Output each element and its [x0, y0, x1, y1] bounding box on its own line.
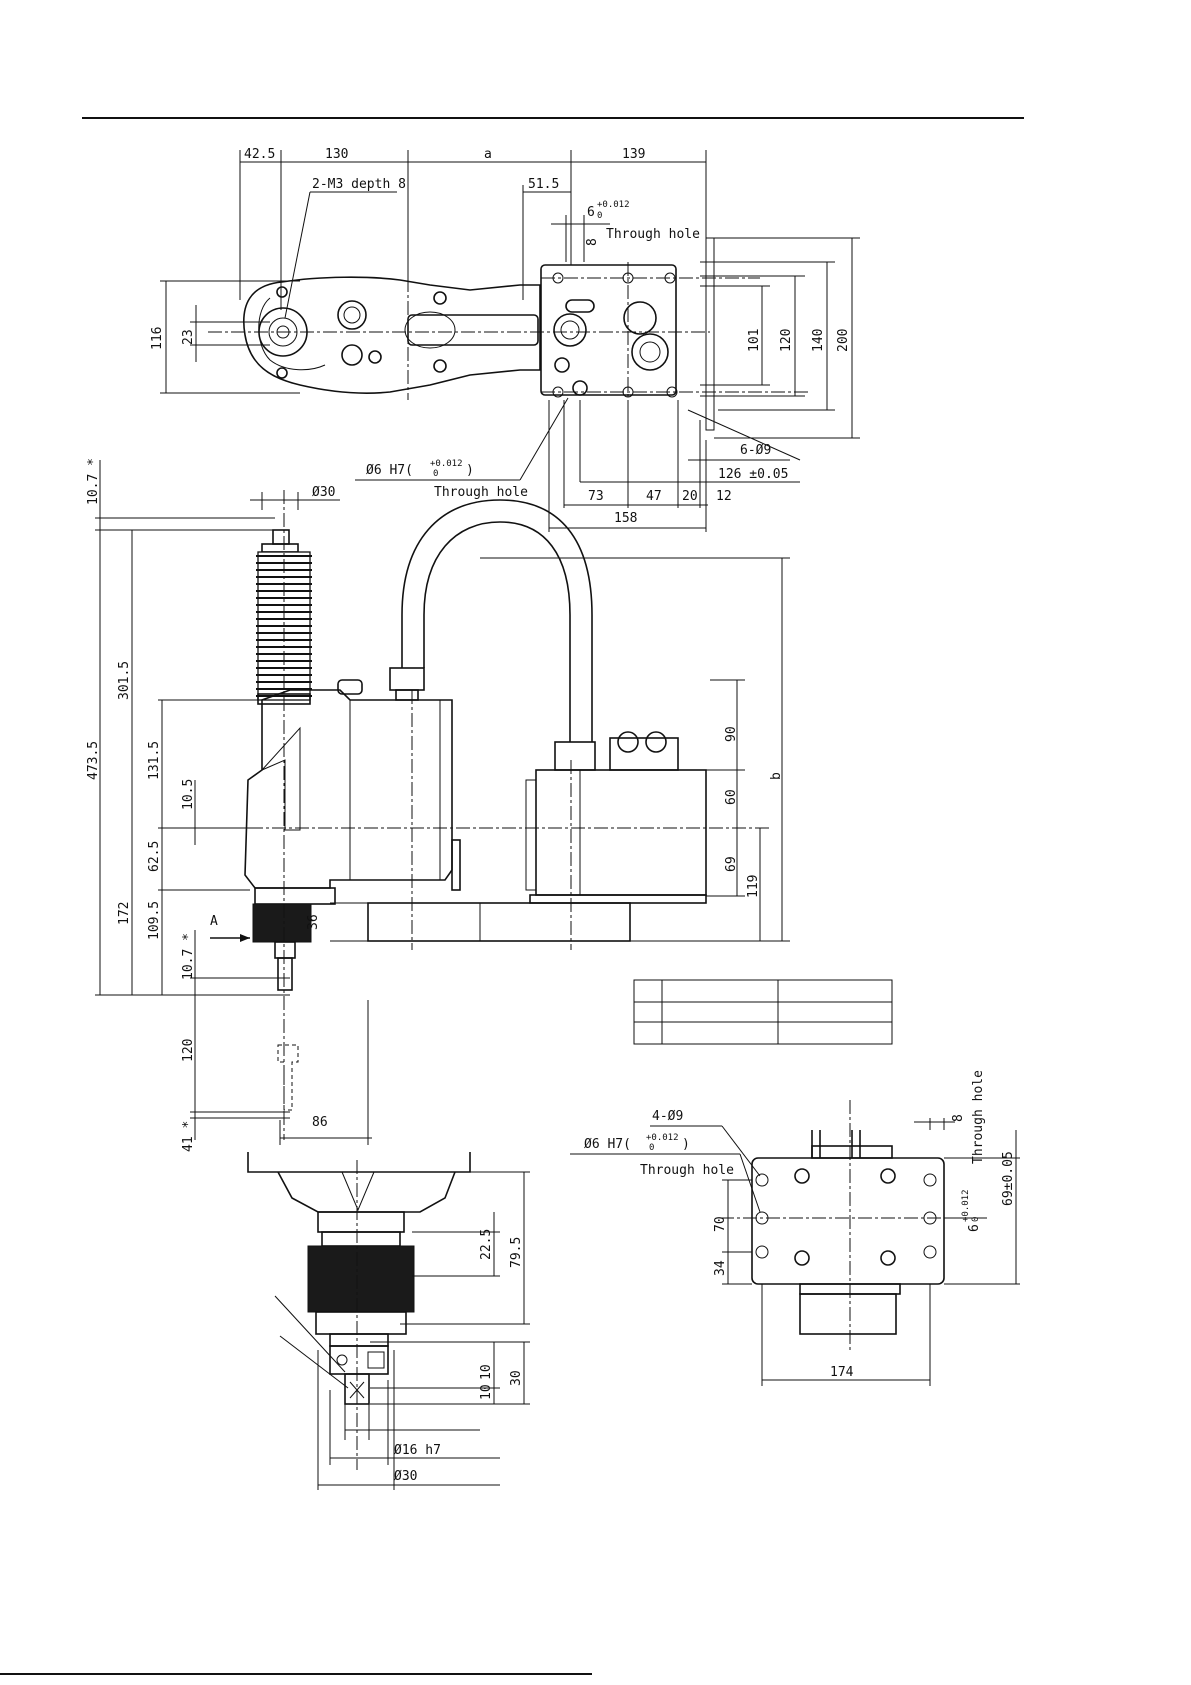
dim-47: 47: [646, 489, 662, 504]
label-a-arrow: A: [210, 914, 218, 929]
dim-119: 119: [746, 875, 761, 898]
dim-d30-bottom: Ø30: [394, 1469, 417, 1484]
dim-131-5: 131.5: [147, 741, 162, 780]
dim-b: b: [769, 772, 784, 780]
note-h7-close: ): [466, 463, 474, 478]
note-base-through-vertical: Through hole: [971, 1070, 986, 1164]
detail-a-view: 22.5 79.5 10 10 30 Ø16 h7 Ø30: [247, 1152, 530, 1490]
base-view: 4-Ø9 Ø6 H7( +0.012 0 ) Through hole 70 3…: [570, 1070, 1020, 1386]
dim-42-5: 42.5: [244, 147, 275, 162]
note-tapped: 2-M3 depth 8: [312, 177, 406, 192]
note-h7-hole: Ø6 H7(: [366, 463, 413, 478]
dim-62-5: 62.5: [147, 841, 162, 872]
dim-60: 60: [724, 789, 739, 805]
dim-130: 130: [325, 147, 348, 162]
dim-90: 90: [724, 726, 739, 742]
side-view: 10.7 * Ø30 473.5 301.5 131.5 10.5 62.5 1…: [86, 458, 790, 1152]
note-h7-tol-low: 0: [433, 469, 438, 479]
dim-73: 73: [588, 489, 604, 504]
note-base-pin-tol: +0.012: [961, 1189, 971, 1222]
note-base-h7-tol-low: 0: [649, 1143, 654, 1153]
dim-79-5: 79.5: [509, 1237, 524, 1268]
dim-10b: 10: [479, 1384, 494, 1400]
dim-23: 23: [181, 329, 196, 345]
dim-10a: 10: [479, 1364, 494, 1380]
dim-174: 174: [830, 1365, 854, 1380]
note-base-pin-tol-low: 0: [971, 1217, 981, 1222]
dim-200: 200: [836, 329, 851, 352]
dim-473-5: 473.5: [86, 741, 101, 780]
dim-120-side: 120: [181, 1039, 196, 1062]
dim-172: 172: [117, 902, 132, 925]
dim-12: 12: [716, 489, 732, 504]
spec-table: [633, 979, 893, 1045]
note-through-hole-2: Through hole: [434, 485, 528, 500]
note-base-h7: Ø6 H7(: [584, 1137, 631, 1152]
dim-158: 158: [614, 511, 637, 526]
dim-10-5: 10.5: [181, 779, 196, 810]
dim-20: 20: [682, 489, 698, 504]
note-pin-hole: 6: [587, 205, 595, 220]
dim-69-005: 69±0.05: [1001, 1151, 1016, 1206]
dim-109-5: 109.5: [147, 901, 162, 940]
dim-d16-h7: Ø16 h7: [394, 1443, 441, 1458]
dim-a: a: [484, 147, 492, 162]
dim-8-base: 8: [951, 1114, 966, 1122]
dim-8-top: 8: [585, 238, 600, 246]
dim-139: 139: [622, 147, 645, 162]
dim-120: 120: [779, 329, 794, 352]
dim-301-5: 301.5: [117, 661, 132, 700]
dim-69: 69: [724, 856, 739, 872]
note-base-h7-close: ): [682, 1137, 690, 1152]
dim-36: 36: [306, 914, 321, 930]
dim-30: 30: [509, 1370, 524, 1386]
note-base-pin: 6: [967, 1224, 982, 1232]
dim-101: 101: [747, 329, 762, 352]
dim-116: 116: [150, 327, 165, 350]
dim-126: 126 ±0.05: [718, 467, 788, 482]
note-pin-tol: +0.012: [597, 200, 630, 210]
dim-22-5: 22.5: [479, 1229, 494, 1260]
note-pin-tol-low: 0: [597, 211, 602, 221]
dim-86: 86: [312, 1115, 328, 1130]
dim-10-7-bot: 10.7 *: [181, 933, 196, 980]
top-view: 42.5 130 a 139 51.5 2-M3 depth 8 6 +0.01…: [150, 147, 860, 532]
dim-d30-top: Ø30: [312, 485, 335, 500]
note-base-h7-tol: +0.012: [646, 1133, 679, 1143]
note-4-holes: 4-Ø9: [652, 1109, 683, 1124]
dim-41: 41 *: [181, 1121, 196, 1152]
note-through-hole-1: Through hole: [606, 227, 700, 242]
dim-10-7-top: 10.7 *: [86, 458, 101, 505]
dim-70: 70: [713, 1216, 728, 1232]
dim-51-5: 51.5: [528, 177, 559, 192]
dim-140: 140: [811, 329, 826, 352]
note-base-through: Through hole: [640, 1163, 734, 1178]
dim-34: 34: [713, 1260, 728, 1276]
note-h7-tol: +0.012: [430, 459, 463, 469]
note-6-holes: 6-Ø9: [740, 443, 771, 458]
